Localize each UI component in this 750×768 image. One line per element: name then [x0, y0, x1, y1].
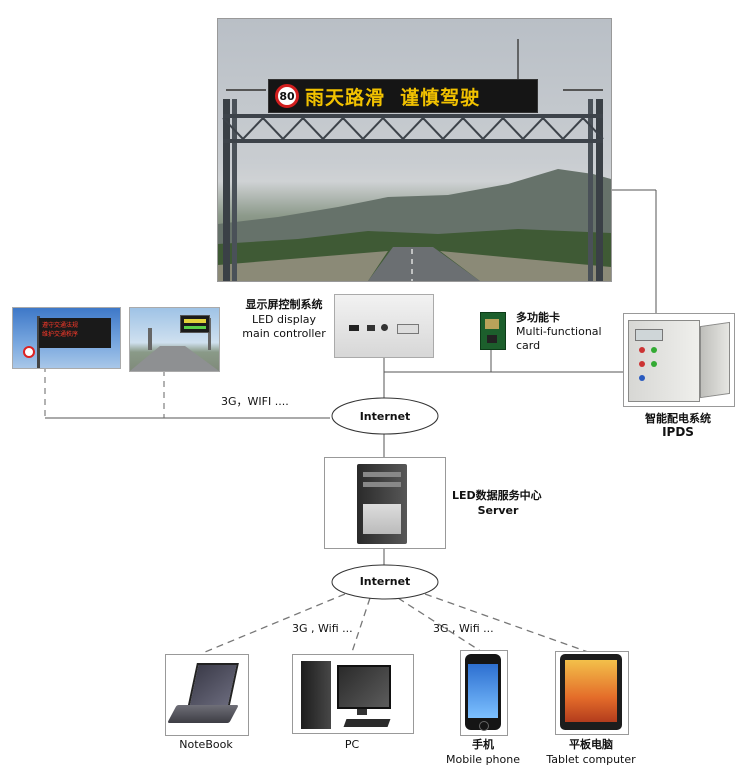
led-controller-en-label: LED display main controller [234, 313, 334, 341]
led-controller-cn: 显示屏控制系统 [245, 298, 323, 311]
mobile-label-cn: 手机 [472, 738, 494, 751]
sign-line-1: 遵守交通法规 [42, 322, 79, 329]
tablet-label-cn: 平板电脑 [569, 738, 613, 751]
server-en: Server [477, 504, 519, 517]
multi-card-en1: Multi-functional [516, 325, 602, 338]
wireless-label-bottom-right: 3G , Wifi ... [433, 622, 494, 635]
speed-limit-value: 80 [279, 89, 295, 103]
pc-frame [292, 654, 414, 734]
mobile-screen [468, 664, 498, 718]
led-controller-en1: LED display [251, 313, 317, 326]
pc-keyboard [343, 719, 391, 727]
gantry-message: 雨天路滑 谨慎驾驶 [305, 86, 481, 109]
gantry-photo: 80 雨天路滑 谨慎驾驶 [217, 18, 612, 282]
multi-card-image [480, 312, 506, 350]
internet-bottom-label: Internet [359, 575, 411, 588]
overhead-led-panel [180, 315, 210, 333]
tablet-screen [565, 660, 617, 722]
server-frame [324, 457, 446, 549]
tablet-device [560, 654, 622, 730]
pc-tower [301, 661, 331, 729]
notebook-label: NoteBook [179, 738, 233, 751]
mobile-device [465, 654, 501, 731]
dash-notebook [204, 593, 346, 653]
dash-tablet [424, 593, 589, 653]
internet-top-label: Internet [359, 410, 411, 423]
roadside-led-board: 遵守交通法规 维护交通秩序 [39, 318, 111, 348]
notebook-frame [165, 654, 249, 736]
multi-card-en2: card [516, 339, 541, 352]
pc-monitor [337, 665, 391, 709]
ipds-en: IPDS [662, 425, 694, 439]
sign-line-2: 维护交通秩序 [42, 331, 79, 338]
pc-label: PC [344, 738, 360, 751]
internet-top-ellipse [331, 397, 439, 435]
server-tower [357, 464, 407, 544]
roadside-sign-photo-2 [129, 307, 220, 372]
wireless-label-bottom-left: 3G , Wifi ... [292, 622, 353, 635]
notebook-keyboard [167, 705, 239, 723]
ipds-cabinet [623, 313, 735, 407]
ipds-cn: 智能配电系统 [645, 412, 711, 425]
mobile-frame [460, 650, 508, 736]
led-controller-box [334, 294, 434, 358]
dash-pc [351, 597, 371, 653]
roadside-sign-photo-1: 遵守交通法规 维护交通秩序 [12, 307, 121, 369]
wireless-label-top: 3G，WIFI .... [221, 395, 289, 408]
led-controller-en2: main controller [242, 327, 326, 340]
led-gantry-board: 80 雨天路滑 谨慎驾驶 [268, 79, 538, 113]
led-controller-label: 显示屏控制系统 [234, 298, 334, 311]
tablet-frame [555, 651, 629, 735]
small-speed-sign [23, 346, 35, 358]
dash-mobile [397, 597, 483, 653]
mobile-label-en: Mobile phone [445, 753, 520, 766]
internet-bottom-ellipse [331, 564, 439, 600]
server-cn: LED数据服务中心 [452, 489, 542, 502]
tablet-label-en: Tablet computer [546, 753, 636, 766]
speed-limit-sign: 80 [275, 84, 299, 108]
multi-card-cn: 多功能卡 [516, 311, 560, 324]
notebook-screen [187, 663, 239, 709]
